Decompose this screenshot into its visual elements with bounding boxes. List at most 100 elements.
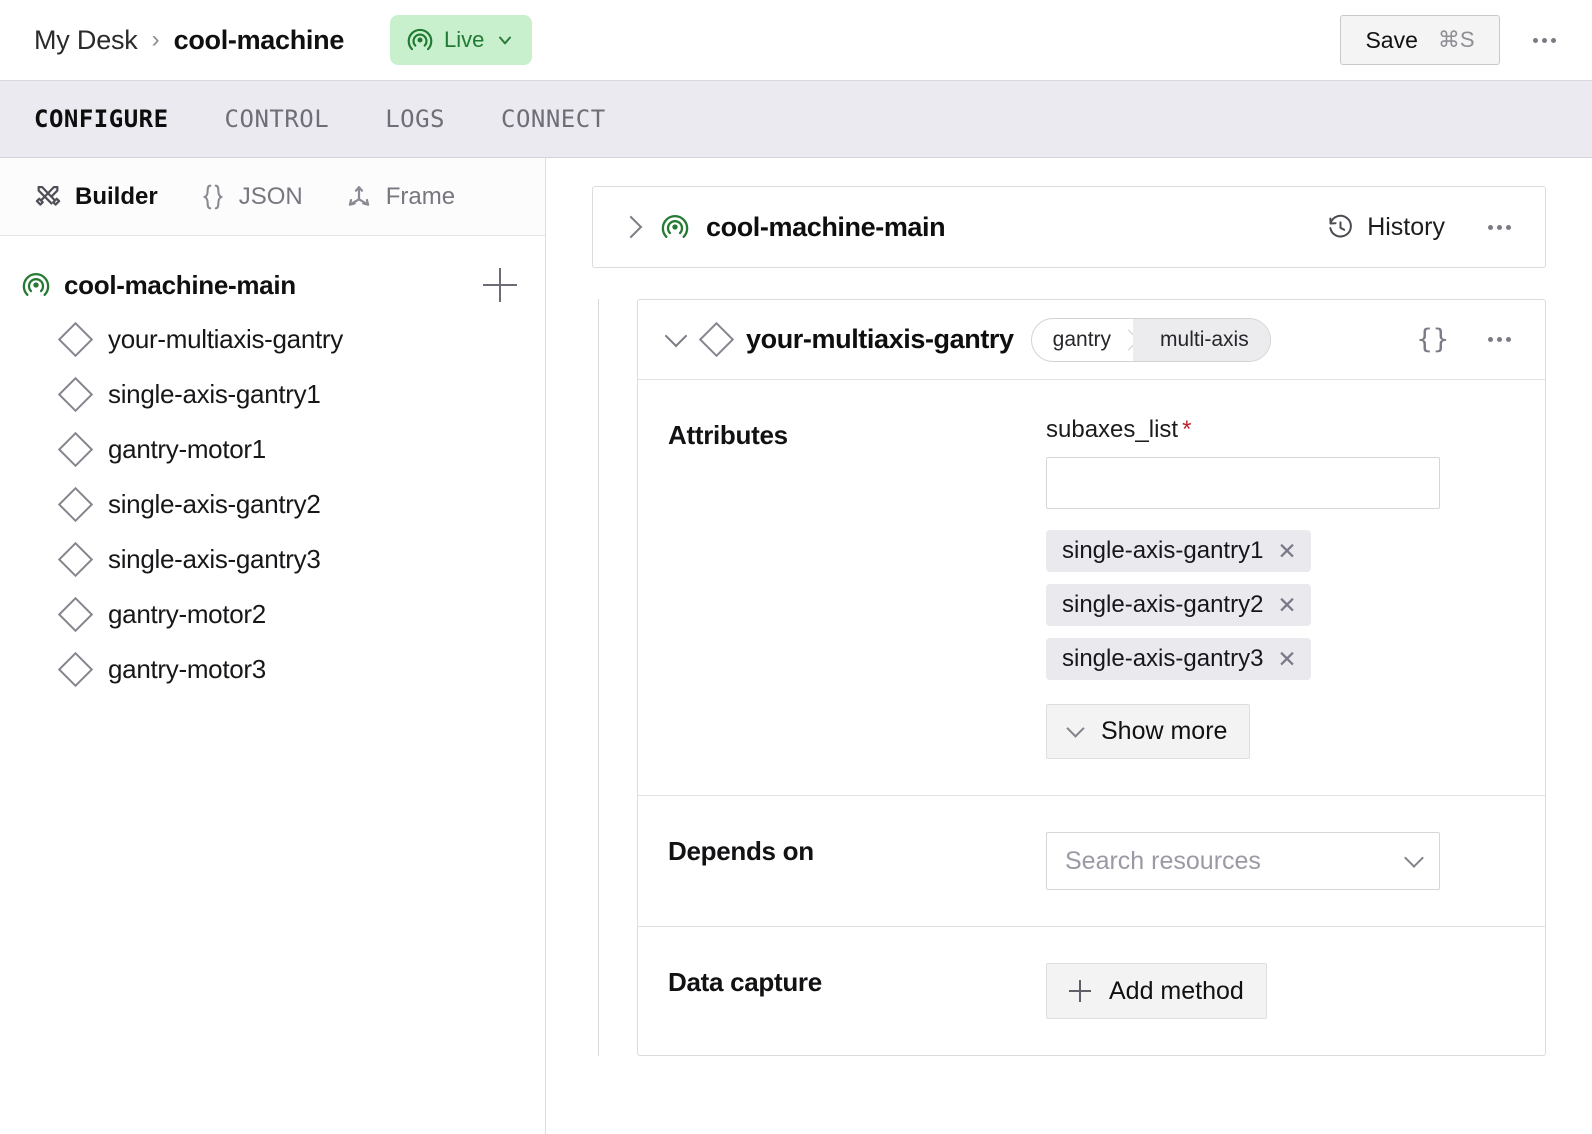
- resource-card-header: your-multiaxis-gantry gantry multi-axis …: [638, 300, 1545, 380]
- broadcast-icon: [22, 271, 50, 299]
- breadcrumb-separator: ›: [151, 26, 160, 53]
- live-status-dropdown[interactable]: Live: [390, 15, 533, 65]
- ellipsis-icon[interactable]: [1477, 205, 1521, 249]
- required-marker: *: [1182, 416, 1192, 443]
- chip-label: single-axis-gantry3: [1062, 645, 1264, 672]
- plus-icon[interactable]: [483, 268, 517, 302]
- row-data-capture-body: Add method: [1046, 963, 1515, 1019]
- save-button-label: Save: [1365, 26, 1418, 53]
- resource-card-title: your-multiaxis-gantry: [746, 324, 1014, 354]
- sidebar-toolbar: Builder JSON: [0, 158, 545, 236]
- plus-icon: [1069, 980, 1091, 1002]
- tab-logs[interactable]: LOGS: [385, 105, 445, 133]
- chevron-down-icon: [1066, 719, 1085, 738]
- tree-item-single-axis-gantry1[interactable]: single-axis-gantry1: [0, 367, 545, 422]
- row-data-capture-label: Data capture: [668, 967, 822, 997]
- depends-on-select[interactable]: Search resources: [1046, 832, 1440, 890]
- depends-on-placeholder: Search resources: [1065, 846, 1261, 875]
- tools-icon: [34, 183, 62, 211]
- body-split: Builder JSON: [0, 158, 1592, 1134]
- diamond-icon: [57, 596, 94, 633]
- add-method-label: Add method: [1109, 976, 1244, 1005]
- diamond-icon: [57, 651, 94, 688]
- resource-card-wrapper: your-multiaxis-gantry gantry multi-axis …: [592, 299, 1546, 1056]
- history-button[interactable]: History: [1317, 205, 1455, 250]
- diamond-icon: [57, 376, 94, 413]
- pill-api[interactable]: gantry: [1052, 327, 1112, 351]
- chevron-down-icon: [1404, 847, 1424, 868]
- tree-root-cool-machine-main[interactable]: cool-machine-main: [0, 258, 545, 312]
- tree-item-gantry-motor1[interactable]: gantry-motor1: [0, 422, 545, 477]
- broadcast-icon: [407, 27, 433, 53]
- history-button-label: History: [1367, 212, 1445, 241]
- pill-model[interactable]: multi-axis: [1133, 318, 1270, 361]
- close-icon[interactable]: ✕: [1277, 591, 1297, 618]
- resource-type-pills: gantry multi-axis: [1030, 317, 1271, 362]
- tab-configure[interactable]: CONFIGURE: [34, 105, 169, 133]
- add-method-button[interactable]: Add method: [1046, 963, 1267, 1019]
- breadcrumb-root[interactable]: My Desk: [34, 24, 138, 55]
- tab-connect[interactable]: CONNECT: [501, 105, 606, 133]
- chip-label: single-axis-gantry2: [1062, 591, 1264, 618]
- breadcrumb-current: cool-machine: [173, 24, 345, 55]
- broadcast-icon: [661, 213, 689, 241]
- tree-item-gantry-motor2[interactable]: gantry-motor2: [0, 587, 545, 642]
- sidebar-tool-json[interactable]: JSON: [200, 183, 345, 211]
- history-clock-icon: [1327, 214, 1354, 241]
- save-shortcut-label: ⌘S: [1437, 27, 1475, 52]
- tree-item-label: single-axis-gantry3: [108, 544, 321, 574]
- close-icon[interactable]: ✕: [1277, 645, 1297, 672]
- tree-item-label: single-axis-gantry1: [108, 379, 321, 409]
- tree-connector-line: [598, 299, 599, 1056]
- chip-single-axis-gantry1: single-axis-gantry1 ✕: [1046, 530, 1311, 572]
- tree-item-label: gantry-motor1: [108, 434, 266, 464]
- sidebar-tool-frame[interactable]: Frame: [345, 183, 497, 211]
- tree-item-single-axis-gantry3[interactable]: single-axis-gantry3: [0, 532, 545, 587]
- subaxes-list-chips: single-axis-gantry1 ✕ single-axis-gantry…: [1046, 530, 1515, 680]
- row-data-capture: Data capture Add method: [638, 927, 1545, 1055]
- ellipsis-icon[interactable]: [1477, 318, 1521, 362]
- chip-single-axis-gantry2: single-axis-gantry2 ✕: [1046, 584, 1311, 626]
- axes-icon: [345, 183, 373, 211]
- tree-item-gantry-motor3[interactable]: gantry-motor3: [0, 642, 545, 697]
- main-tab-bar: CONFIGURE CONTROL LOGS CONNECT: [0, 80, 1592, 158]
- resource-tree: cool-machine-main your-multiaxis-gantry …: [0, 236, 545, 697]
- chevron-down-icon[interactable]: [664, 324, 688, 347]
- chevron-right-icon[interactable]: [619, 215, 643, 239]
- ellipsis-icon[interactable]: [1522, 18, 1566, 62]
- braces-icon: [200, 183, 226, 211]
- row-attributes: Attributes subaxes_list* single-axis-gan…: [638, 380, 1545, 796]
- diamond-icon: [57, 321, 94, 358]
- tab-control[interactable]: CONTROL: [224, 105, 330, 133]
- diamond-icon: [57, 431, 94, 468]
- subaxes-list-input[interactable]: [1046, 457, 1440, 509]
- row-depends-on: Depends on Search resources: [638, 796, 1545, 927]
- sidebar-tool-json-label: JSON: [238, 182, 303, 210]
- tree-root-label: cool-machine-main: [64, 269, 296, 300]
- show-more-button[interactable]: Show more: [1046, 704, 1251, 759]
- sidebar-tool-builder-label: Builder: [75, 182, 158, 210]
- sidebar-tool-builder[interactable]: Builder: [34, 183, 200, 211]
- chevron-down-icon: [495, 30, 515, 50]
- tree-item-label: single-axis-gantry2: [108, 489, 321, 519]
- tree-item-single-axis-gantry2[interactable]: single-axis-gantry2: [0, 477, 545, 532]
- subaxes-list-label: subaxes_list*: [1046, 416, 1515, 444]
- row-depends-on-label: Depends on: [668, 836, 814, 866]
- close-icon[interactable]: ✕: [1277, 537, 1297, 564]
- row-attributes-label: Attributes: [668, 420, 788, 450]
- main-panel: cool-machine-main History: [546, 158, 1592, 1134]
- show-more-label: Show more: [1101, 717, 1228, 745]
- sidebar: Builder JSON: [0, 158, 546, 1134]
- tree-item-label: gantry-motor3: [108, 654, 266, 684]
- braces-icon[interactable]: {}: [1416, 324, 1449, 355]
- tree-item-your-multiaxis-gantry[interactable]: your-multiaxis-gantry: [0, 312, 545, 367]
- tree-item-label: your-multiaxis-gantry: [108, 324, 343, 354]
- save-button[interactable]: Save ⌘S: [1340, 15, 1500, 65]
- diamond-icon: [57, 486, 94, 523]
- chip-single-axis-gantry3: single-axis-gantry3 ✕: [1046, 638, 1311, 680]
- machine-card: cool-machine-main History: [592, 186, 1546, 268]
- sidebar-tool-frame-label: Frame: [385, 182, 456, 210]
- diamond-icon: [698, 321, 735, 358]
- live-status-label: Live: [444, 27, 485, 52]
- tree-item-label: gantry-motor2: [108, 599, 266, 629]
